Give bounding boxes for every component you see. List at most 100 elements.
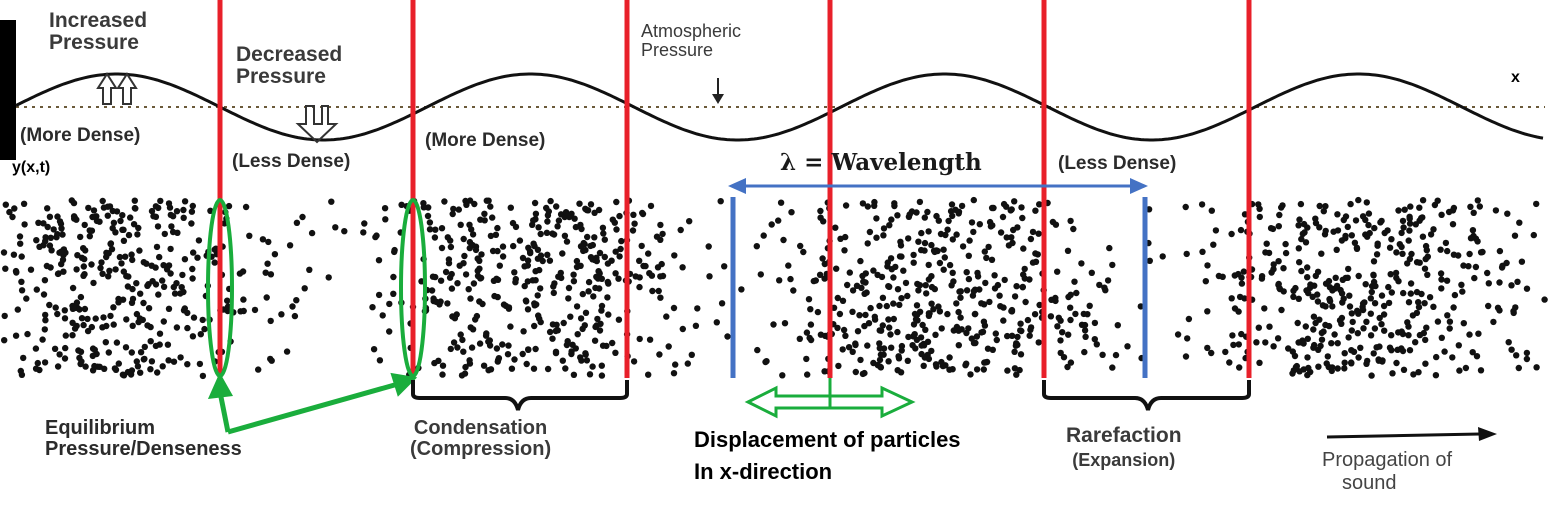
particle-dot [1210, 241, 1217, 248]
particle-dot [949, 236, 956, 243]
particle-dot [571, 215, 578, 222]
particle-dot [553, 321, 560, 328]
particle-dot [842, 332, 849, 339]
particle-dot [1304, 274, 1311, 281]
equilibrium-label: Equilibrium Pressure/Denseness [45, 418, 242, 460]
particle-dot [1070, 225, 1077, 233]
particle-dot [1312, 272, 1320, 280]
particle-dot [1406, 255, 1414, 263]
particle-dot [922, 326, 929, 333]
particle-dot [915, 238, 922, 245]
particle-dot [462, 363, 469, 371]
particle-dot [1405, 299, 1413, 306]
particle-dot [1001, 276, 1008, 284]
particle-dot [1510, 309, 1517, 317]
particle-dot [936, 308, 944, 315]
particle-dot [293, 297, 300, 304]
particle-dot [864, 203, 871, 210]
particle-dot [152, 342, 160, 350]
particle-dot [177, 354, 184, 361]
particle-dot [646, 336, 654, 343]
particle-dot [1067, 304, 1074, 311]
particle-dot [1333, 282, 1341, 290]
particle-dot [596, 285, 603, 292]
particle-dot [957, 294, 964, 301]
particle-dot [1368, 288, 1376, 296]
particle-dot [341, 228, 348, 235]
particle-dot [1479, 248, 1486, 256]
particle-dot [156, 253, 163, 261]
particle-dot [144, 322, 151, 329]
particle-dot [612, 248, 619, 255]
particle-dot [61, 355, 69, 362]
particle-dot [369, 304, 376, 311]
particle-dot [27, 266, 35, 273]
particle-dot [976, 221, 983, 228]
particle-dot [705, 243, 712, 250]
particle-dot [1008, 332, 1016, 339]
particle-dot [918, 342, 925, 349]
particle-dot [70, 199, 78, 207]
particle-dot [426, 226, 434, 233]
particle-dot [856, 312, 863, 319]
particle-dot [980, 366, 987, 373]
particle-dot [1456, 367, 1463, 374]
particle-dot [876, 345, 883, 352]
particle-dot [134, 363, 142, 370]
particle-dot [1430, 303, 1437, 310]
particle-dot [489, 214, 496, 221]
particle-dot [1320, 208, 1328, 215]
particle-dot [529, 221, 536, 228]
particle-dot [1004, 367, 1011, 374]
particle-dot [938, 358, 945, 366]
particle-dot [479, 300, 486, 308]
particle-dot [1309, 293, 1316, 300]
particle-dot [546, 257, 554, 264]
particle-dot [196, 360, 204, 368]
particle-dot [991, 285, 999, 292]
particle-dot [1393, 274, 1400, 282]
particle-dot [110, 219, 118, 226]
particle-dot [988, 256, 996, 263]
particle-dot [16, 233, 24, 240]
particle-dot [890, 300, 897, 307]
particle-dot [476, 340, 484, 347]
particle-dot [1296, 259, 1303, 266]
particle-dot [160, 283, 168, 290]
particle-dot [1005, 242, 1013, 249]
particle-dot [81, 221, 88, 229]
particle-dot [599, 342, 607, 349]
particle-dot [615, 275, 622, 282]
particle-dot [1065, 331, 1072, 338]
particle-dot [42, 317, 49, 324]
particle-dot [56, 351, 63, 358]
particle-dot [897, 242, 905, 249]
particle-dot [1320, 328, 1327, 335]
particle-dot [1011, 198, 1018, 205]
particle-dot [1295, 339, 1302, 346]
particle-dot [543, 204, 550, 212]
particle-dot [431, 359, 438, 367]
particle-dot [754, 346, 761, 354]
particle-dot [617, 245, 624, 253]
particle-dot [1408, 250, 1415, 258]
particle-dot [454, 280, 461, 287]
particle-dot [483, 197, 490, 204]
particle-dot [631, 220, 638, 227]
particle-dot [1443, 277, 1451, 284]
particle-dot [137, 290, 144, 297]
particle-dot [1348, 232, 1356, 239]
particle-dot [546, 328, 554, 336]
particle-dot [1412, 221, 1420, 228]
particle-dot [1422, 360, 1429, 367]
particle-dot [876, 302, 883, 310]
particle-dot [44, 223, 51, 231]
particle-dot [535, 312, 542, 319]
particle-dot [18, 278, 25, 285]
particle-dot [1292, 284, 1299, 292]
particle-dot [576, 200, 583, 207]
particle-dot [520, 328, 527, 335]
particle-dot [1438, 285, 1445, 292]
particle-dot [293, 219, 301, 226]
particle-dot [552, 327, 559, 335]
